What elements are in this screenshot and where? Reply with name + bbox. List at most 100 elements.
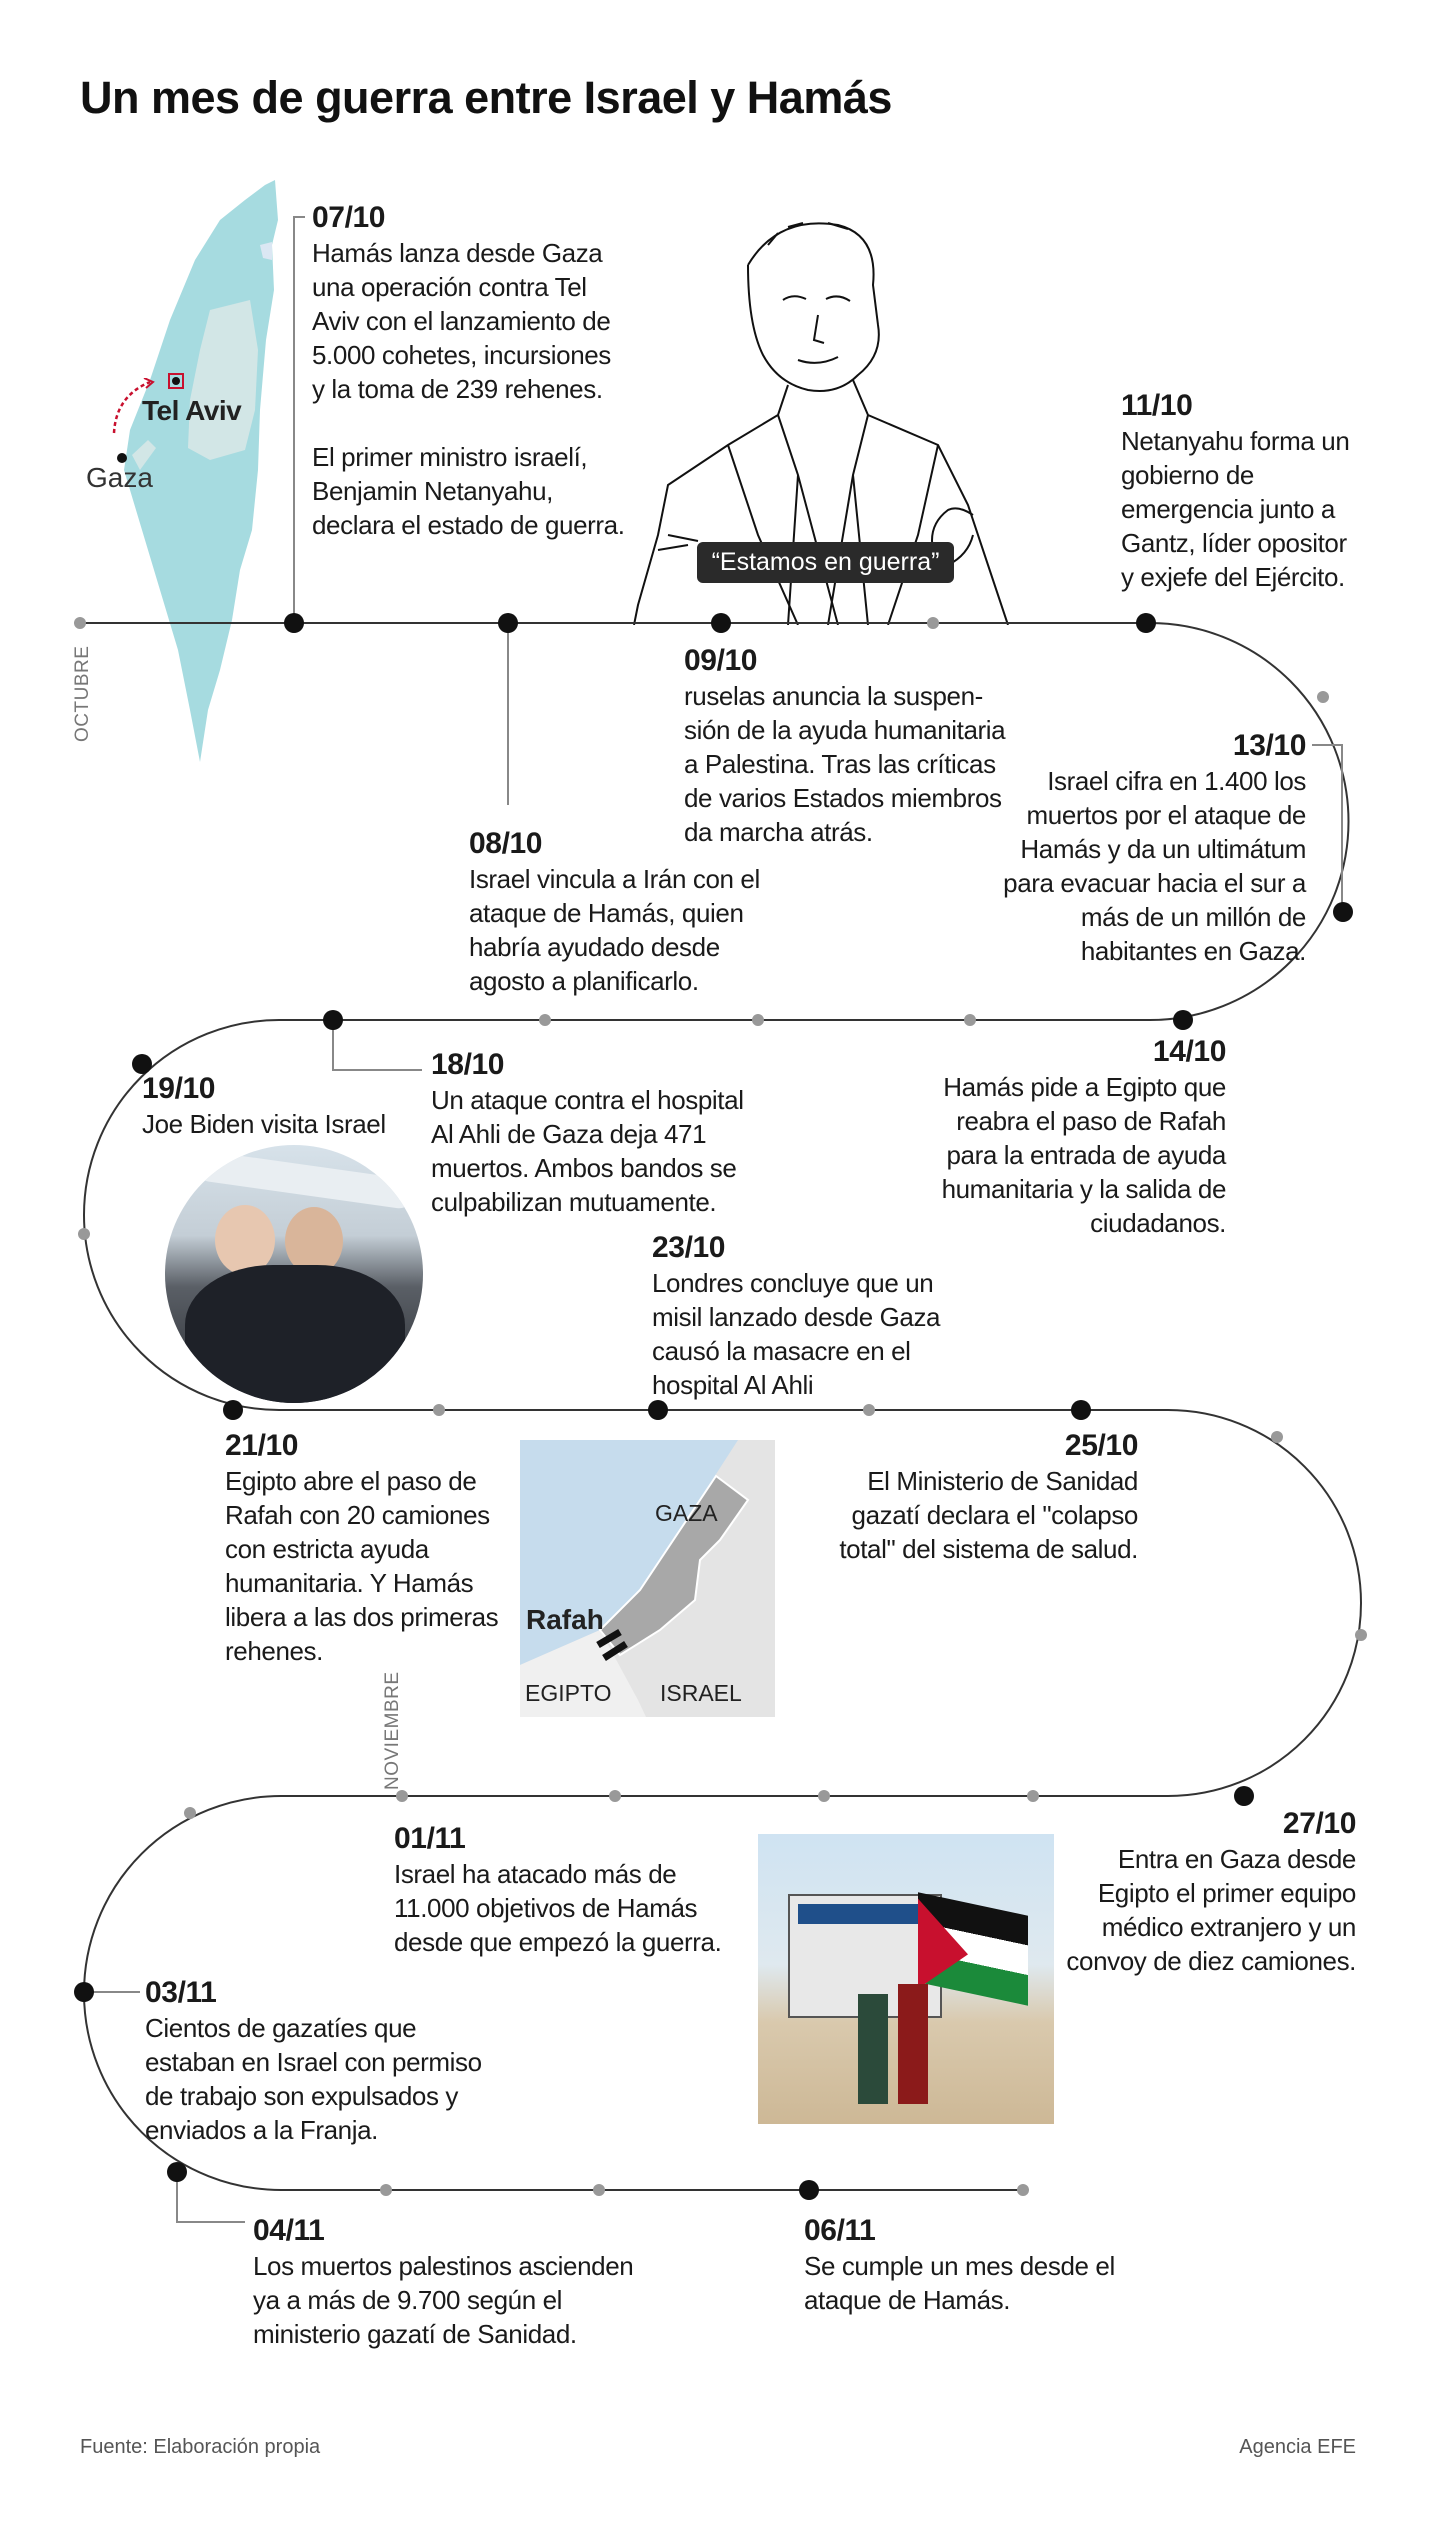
dot-08-10 [498,613,518,633]
dot-21-10 [223,1400,243,1420]
dot-09-10 [711,613,731,633]
dot-minor [380,2184,392,2196]
dot-minor [396,1790,408,1802]
dot-minor [609,1790,621,1802]
event-date: 06/11 [804,2214,876,2247]
dot-19-10 [132,1054,152,1074]
dot-minor [752,1014,764,1026]
event-date: 18/10 [431,1048,505,1081]
dot-07-10 [284,613,304,633]
dot-minor [1271,1431,1283,1443]
dot-minor [1317,691,1329,703]
event-text: Joe Biden visita Israel [142,1109,386,1139]
event-text: Hamás lanza desde Gaza una operación con… [312,238,625,540]
event-text: Israel vincula a Irán con el ataque de H… [469,864,760,996]
footer-source: Fuente: Elaboración propia [80,2436,321,2458]
aid-convoy-photo [758,1834,1054,2124]
israel-map [124,180,278,762]
rafah-map [520,1440,775,1717]
dot-13-10 [1333,902,1353,922]
golan-lake [260,242,272,260]
dot-minor [593,2184,605,2196]
event-06-11: 06/11 Se cumple un mes desde el ataque de… [804,2213,1115,2317]
event-text: Un ataque contra el hospital Al Ahli de … [431,1085,744,1217]
gaza-label: Gaza [86,462,153,493]
dot-minor [78,1228,90,1240]
event-25-10: 25/10 El Ministerio de Sanidad gazatí dec… [839,1428,1138,1566]
dot-minor [964,1014,976,1026]
biden-netanyahu-photo [165,1145,423,1403]
event-date: 03/11 [145,1976,217,2009]
dot-minor [1027,1790,1039,1802]
dot-06-11 [799,2180,819,2200]
event-date: 01/11 [394,1822,466,1855]
event-text: El Ministerio de Sanidad gazatí declara … [839,1466,1138,1564]
westbank [188,300,258,460]
event-text: Israel ha atacado más de 11.000 objetivo… [394,1859,722,1957]
rafah-label: Rafah [526,1604,604,1635]
event-text: Los muertos palestinos ascienden ya a má… [253,2251,634,2349]
event-text: Israel cifra en 1.400 los muertos por el… [1003,766,1306,966]
event-date: 25/10 [1064,1429,1138,1462]
event-text: Netanyahu forma un gobierno de emergenci… [1121,426,1350,592]
tel-aviv-marker [168,373,184,389]
event-date: 11/10 [1121,389,1193,422]
gaza-dot [117,453,127,463]
page-title: Un mes de guerra entre Israel y Hamás [80,72,892,123]
dot-minor [539,1014,551,1026]
event-date: 09/10 [684,644,758,677]
event-text: ruselas anuncia la suspen- sión de la ay… [684,681,1006,847]
gaza-strip [132,440,156,470]
event-date: 14/10 [1152,1035,1226,1068]
event-text: Egipto abre el paso de Rafah con 20 cami… [225,1466,499,1666]
event-date: 21/10 [225,1429,299,1462]
dot-minor [863,1404,875,1416]
event-date: 08/10 [469,827,543,860]
netanyahu-sketch [633,222,1009,625]
event-date: 19/10 [142,1072,216,1105]
quote-badge: “Estamos en guerra” [697,542,954,583]
event-date: 07/10 [312,201,386,234]
dot-14-10 [1173,1010,1193,1030]
dot-minor [433,1404,445,1416]
dot-25-10 [1071,1400,1091,1420]
rocket-arrow-icon [112,378,155,434]
event-text: Hamás pide a Egipto que reabra el paso d… [941,1072,1227,1238]
tel-aviv-label: Tel Aviv [142,395,242,426]
dot-minor [1017,2184,1029,2196]
event-09-10: 09/10 ruselas anuncia la suspen- sión de … [684,643,1006,849]
event-text: Se cumple un mes desde el ataque de Hamá… [804,2251,1115,2315]
dot-minor [184,1807,196,1819]
dot-11-10 [1136,613,1156,633]
dot-18-10 [323,1010,343,1030]
event-date: 04/11 [253,2214,325,2247]
event-date: 27/10 [1282,1807,1356,1840]
event-date: 13/10 [1232,729,1306,762]
dot-23-10 [648,1400,668,1420]
event-text: Entra en Gaza desde Egipto el primer equ… [1066,1844,1356,1976]
month-label-november: NOVIEMBRE [382,1671,403,1790]
dot-04-11 [167,2162,187,2182]
israel-label: ISRAEL [660,1680,742,1706]
connectors [90,216,1343,2223]
dot-27-10 [1234,1786,1254,1806]
event-text: Londres concluye que un misil lanzado de… [652,1268,941,1400]
dot-minor [1355,1629,1367,1641]
event-date: 23/10 [652,1231,726,1264]
dot-minor [927,617,939,629]
egypt-label: EGIPTO [525,1680,612,1706]
footer-agency: Agencia EFE [1239,2436,1356,2458]
event-18-10: 18/10 Un ataque contra el hospital Al Ahl… [431,1047,744,1219]
dot-minor [818,1790,830,1802]
